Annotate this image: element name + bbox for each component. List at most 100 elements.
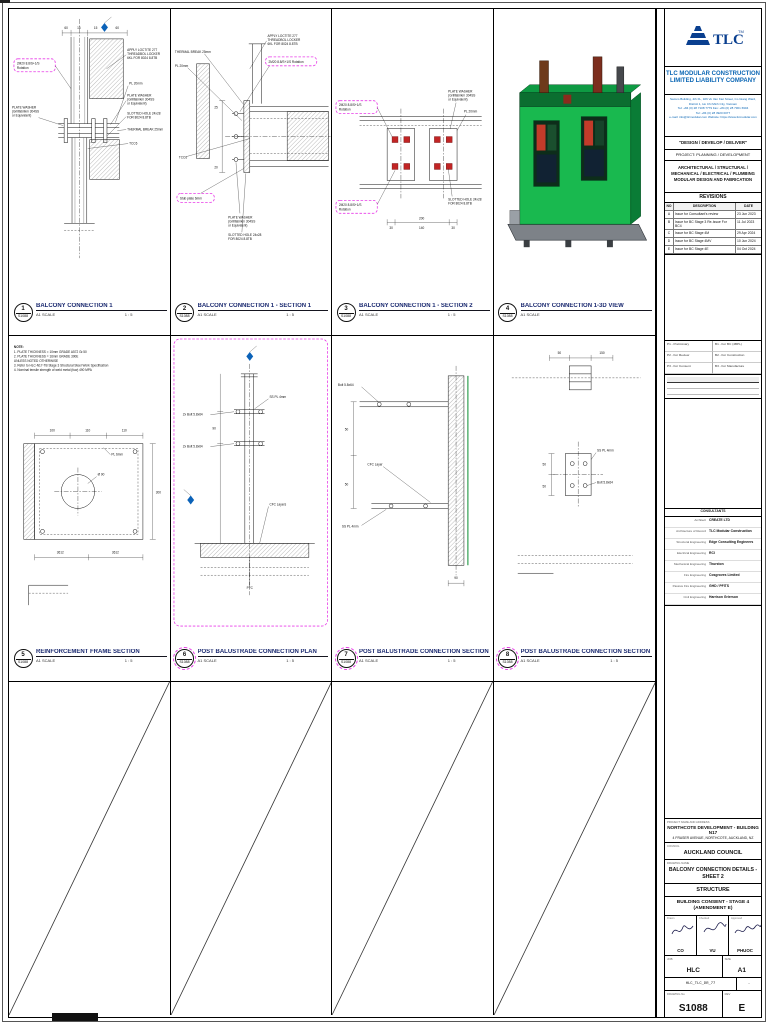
detail-title: REINFORCEMENT FRAME SECTION <box>36 649 167 657</box>
timber-post <box>592 56 602 93</box>
detail-7-linework: Bolt 5.8x64 CFC Layer SS PL 4mm 50 50 90 <box>338 365 469 587</box>
annotation: PL 20mm <box>464 110 478 114</box>
annotation: 2M20 8.8/S+1/S <box>17 61 40 65</box>
panel-post-balustrade-connection-section-1: Bolt 5.8x64 CFC Layer SS PL 4mm 50 50 90… <box>332 336 494 682</box>
revision-cloud <box>13 58 56 73</box>
status-cell: B3 - For Manufacture <box>713 363 761 374</box>
job-cell: JOB HLC <box>665 956 723 977</box>
panel-title: 4 S1088 BALCONY CONNECTION 1-3D VIEW A1 … <box>498 303 652 333</box>
rev-col-date: DATE <box>736 203 761 211</box>
edge-hatch <box>23 443 35 540</box>
dim-label: 3612 <box>57 550 64 554</box>
sheet-size: A1 <box>737 967 746 974</box>
job-code: HLC <box>686 967 700 974</box>
rev-desc: Issue for BC Stage 3 Re-Issue For BC4 <box>674 219 736 230</box>
dim-label: 60 <box>64 26 68 30</box>
dim-label: 50 <box>542 463 546 467</box>
annotation: or Equivalent) <box>12 114 31 118</box>
base-slab <box>506 223 647 241</box>
wall-hatch <box>89 38 124 99</box>
detail-title: BALCONY CONNECTION 1 - SECTION 1 <box>197 303 328 311</box>
annotation: Bolt 5.8x64 <box>338 383 354 387</box>
scale-value: 1 : 5 <box>124 312 133 317</box>
detail-title: POST BALUSTRADE CONNECTION SECTION 1 <box>359 649 490 657</box>
annotation: (Grillfabrikm 304SS <box>127 98 154 102</box>
rev-date: 04 Oct 2024 <box>736 246 761 254</box>
panel-title: 8 S1088 POST BALUSTRADE CONNECTION SECTI… <box>496 647 652 679</box>
record-table <box>665 375 761 399</box>
annotation: (Grillfabrikm 304SS <box>228 219 255 223</box>
annotation: PL 20mm <box>129 82 143 86</box>
annotation: 2x Bolt 5.8x64 <box>182 413 202 417</box>
detail-title: POST BALUSTRADE CONNECTION PLAN <box>197 649 328 657</box>
dim-label: 15 <box>77 26 81 30</box>
note-line: UNLESS NOTED OTHERWISE <box>14 359 58 363</box>
title-block-spacer <box>665 399 761 509</box>
drawing-grid: 60 15 15 60 2M20 8.8/S+1/S Rotation <box>8 8 656 1018</box>
timber-post <box>538 60 549 93</box>
detail-number-bubble: 8 S1088 <box>496 647 519 670</box>
bolt-marker <box>434 136 441 143</box>
floor-hatch <box>199 543 309 558</box>
empty-panel <box>332 682 494 1015</box>
rev-desc: Issue for BC Stage 4M <box>674 230 736 238</box>
scale-label: A1 SCALE <box>36 312 56 317</box>
note-line: 1. PLATE THICKNESS = 10mm GRADE A572 Gr.… <box>14 350 87 354</box>
module-side-face <box>629 92 641 225</box>
council-name: AUCKLAND COUNCIL <box>665 848 761 861</box>
bolt-marker <box>391 136 399 143</box>
council-label: COUNCIL <box>667 844 680 849</box>
detail-number-bubble: 3 S1088 <box>336 303 356 322</box>
dim-label: 15 <box>94 26 98 30</box>
company-address: Samco Building, 4th FL, 326 Vo Van Kiet … <box>665 95 761 137</box>
annotation: SLOTTED HOLE 24x28 <box>127 112 161 116</box>
annotation: 2x Bolt 5.8x64 <box>182 445 202 449</box>
detail-3-linework: 2M20 8.8/S+1/S Rotation 2M20 8.8/S+1/S R… <box>335 90 482 230</box>
dim-label: 25 <box>214 106 218 110</box>
signature-icon <box>734 924 761 934</box>
note-line: 3. Refer to HLC-N17-TB Stage 3 Structura… <box>14 363 109 367</box>
detail-number-bubble: 5 S1088 <box>13 649 33 668</box>
detail-number-bubble: 7 S1088 <box>334 647 358 670</box>
steel-post <box>616 66 624 93</box>
detail-number: 4 <box>505 306 510 312</box>
rev-no: C <box>665 230 674 238</box>
annotation: Rotation <box>339 108 351 112</box>
wall-hatch <box>195 63 210 159</box>
bolt-marker <box>391 163 399 170</box>
empty-panel <box>9 682 171 1015</box>
dim-label: 110 <box>85 429 90 433</box>
status-cell: P1 - Preliminary <box>665 341 713 352</box>
annotation: PLATE WASHER <box>12 106 37 110</box>
revision-cloud <box>335 100 378 115</box>
scale-label: A1 SCALE <box>359 312 379 317</box>
revisions-table: NO DESCRIPTION DATE A Issue for Consulta… <box>665 203 761 255</box>
rev-desc: Issue for Consultant's review <box>674 211 736 219</box>
panel-title: 7 S1088 POST BALUSTRADE CONNECTION SECTI… <box>334 647 490 679</box>
annotation: PLATE WASHER <box>228 215 253 219</box>
detail-title: BALCONY CONNECTION 1-3D VIEW <box>520 303 652 311</box>
detail-title: BALCONY CONNECTION 1 - SECTION 2 <box>359 303 490 311</box>
annotation: PLATE WASHER <box>127 94 152 98</box>
annotation: THERMAL BREAK 25mm <box>174 50 210 54</box>
scale-label: A1 SCALE <box>520 658 540 663</box>
scale-value: 1 : 5 <box>286 312 294 317</box>
annotation: 6KL FOR 8024 8.8TB <box>267 42 297 46</box>
scale-label: A1 SCALE <box>197 658 217 663</box>
corner-registration-mark <box>0 0 10 3</box>
revision-cell: REV E <box>723 991 761 1017</box>
rev-date: 23 Jun 2023 <box>736 211 761 219</box>
rev-no: D <box>665 238 674 246</box>
annotation: FOR 8024 8.8TB <box>448 201 472 205</box>
size-cell: SIZE A1 <box>723 956 761 977</box>
detail-number: 1 <box>21 306 25 312</box>
detail-4-3d-render <box>506 56 647 248</box>
panel-post-balustrade-connection-plan: SS PL 4mm 2x Bolt 5.8x64 2x Bolt 5.8x64 … <box>170 336 332 682</box>
checked-by: VU <box>709 948 716 953</box>
discipline: STRUCTURE <box>665 884 761 897</box>
detail-title: POST BALUSTRADE CONNECTION SECTION 2 <box>520 649 652 657</box>
scale-value: 1 : 5 <box>610 658 618 663</box>
project-services-line: PROJECT: PLANNING / DEVELOPMENT <box>665 150 761 161</box>
